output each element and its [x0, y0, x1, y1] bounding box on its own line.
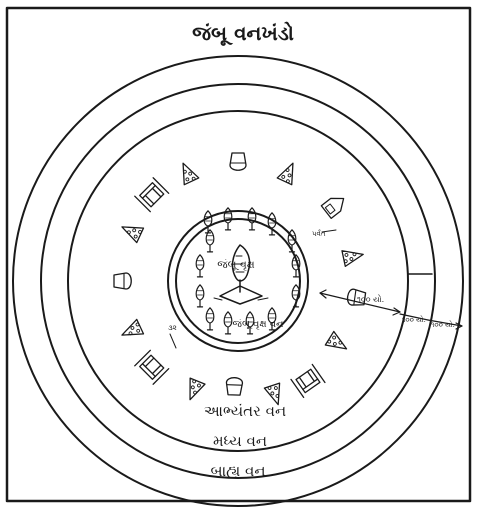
callout-pillar: ૩૨ — [168, 324, 177, 332]
tree-icon — [204, 211, 212, 233]
tree-icon — [277, 160, 300, 185]
jambu-tree-icon — [214, 245, 268, 304]
tree-icon — [248, 208, 256, 230]
distance-label-inner: ૧૦૦ યો. — [357, 294, 384, 304]
tree-icon — [119, 319, 144, 342]
tree-icon — [196, 255, 204, 277]
tree-icon — [196, 285, 204, 307]
tree-icon — [206, 308, 214, 330]
tree-icon — [224, 312, 232, 334]
building-icon — [321, 192, 348, 218]
callout-small-tree: પર્વત — [312, 229, 326, 238]
tree-icon — [119, 220, 144, 243]
distance-label-outer: ૧૦૦ યો. — [431, 320, 455, 329]
tree-icon — [183, 378, 205, 403]
ring-label-middle: મધ્ય વન — [213, 432, 267, 450]
distance-label-middle: ૧૦૦ યો. — [402, 315, 426, 324]
pavilion-icon — [291, 364, 325, 397]
tree-icon — [342, 247, 365, 267]
ring-label-inner: આભ્યંતર વન — [204, 402, 286, 420]
well-icon — [114, 273, 131, 289]
pavilion-icon — [135, 178, 169, 212]
diagram-title: જંબૂ વનખંડો — [192, 21, 294, 45]
well-icon — [230, 153, 246, 170]
tree-icon — [325, 331, 350, 355]
outer-border — [7, 8, 470, 501]
well-icon — [226, 377, 243, 395]
center-label-bottom: જંબૂ વૃક્ષ વન — [232, 318, 284, 330]
tree-icon — [176, 160, 199, 185]
pavilion-icon — [135, 350, 169, 384]
ring-label-outer: બાહ્ય વન — [210, 462, 265, 480]
